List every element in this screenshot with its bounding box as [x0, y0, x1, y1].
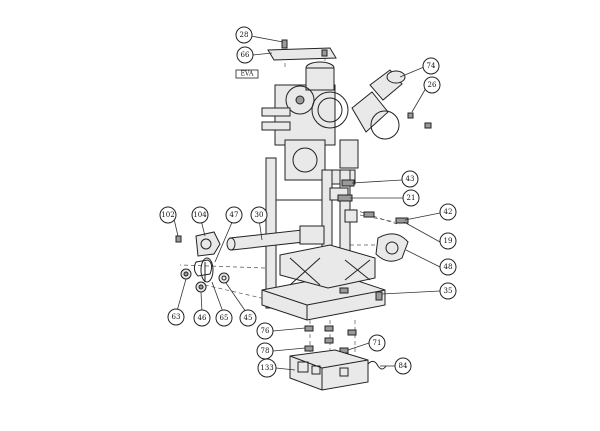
callout-28: 28 [235, 26, 253, 44]
callout-133: 133 [257, 358, 277, 378]
lower-fasteners [304, 325, 357, 354]
callout-label: 78 [261, 347, 270, 355]
callout-47: 47 [225, 206, 243, 224]
horizontal-shaft [226, 225, 325, 251]
side-bracket [375, 233, 409, 262]
callouts: 28 66 74 26 43 21 42 19 48 35 102 104 47… [159, 26, 457, 378]
callout-21: 21 [402, 189, 420, 207]
electric-motor [351, 69, 432, 140]
callout-35: 35 [439, 282, 457, 300]
eva-label-text: EVA [241, 71, 254, 78]
callout-26: 26 [423, 76, 441, 94]
callout-label: 45 [244, 314, 253, 322]
callout-71: 71 [368, 334, 386, 352]
callout-42: 42 [439, 203, 457, 221]
callout-label: 30 [255, 211, 264, 219]
callout-46: 46 [193, 309, 211, 327]
callout-label: 84 [399, 362, 408, 370]
callout-label: 28 [240, 31, 249, 39]
callout-label: 74 [427, 62, 436, 70]
callout-label: 66 [241, 51, 250, 59]
callout-30: 30 [250, 206, 268, 224]
callout-label: 21 [407, 194, 416, 202]
callout-76: 76 [256, 322, 274, 340]
fasteners-right [337, 179, 409, 224]
callout-102: 102 [159, 206, 177, 224]
eva-label-box: EVA [235, 69, 259, 79]
callout-78: 78 [256, 342, 274, 360]
callout-65: 65 [215, 309, 233, 327]
callout-label: 65 [220, 314, 229, 322]
callout-48: 48 [439, 258, 457, 276]
callout-84: 84 [394, 357, 412, 375]
leader-lines [173, 35, 441, 371]
callout-66: 66 [236, 46, 254, 64]
callout-104: 104 [191, 206, 209, 224]
callout-74: 74 [422, 57, 440, 75]
callout-label: 63 [172, 313, 181, 321]
callout-45: 45 [239, 309, 257, 327]
callout-label: 71 [373, 339, 382, 347]
callout-label: 104 [193, 211, 207, 219]
callout-label: 48 [444, 263, 453, 271]
callout-label: 35 [444, 287, 453, 295]
callout-label: 43 [406, 175, 415, 183]
callout-19: 19 [439, 232, 457, 250]
bottom-control-module [289, 349, 387, 391]
callout-63: 63 [167, 308, 185, 326]
callout-label: 133 [260, 364, 273, 372]
callout-label: 26 [428, 81, 437, 89]
callout-label: 102 [161, 211, 174, 219]
top-mounting-plate [267, 39, 337, 61]
left-drive-group [175, 231, 230, 293]
callout-label: 46 [198, 314, 207, 322]
callout-label: 76 [261, 327, 270, 335]
callout-label: 42 [444, 208, 453, 216]
callout-43: 43 [401, 170, 419, 188]
base-frame [261, 244, 386, 321]
callout-label: 19 [444, 237, 453, 245]
callout-label: 47 [230, 211, 239, 219]
